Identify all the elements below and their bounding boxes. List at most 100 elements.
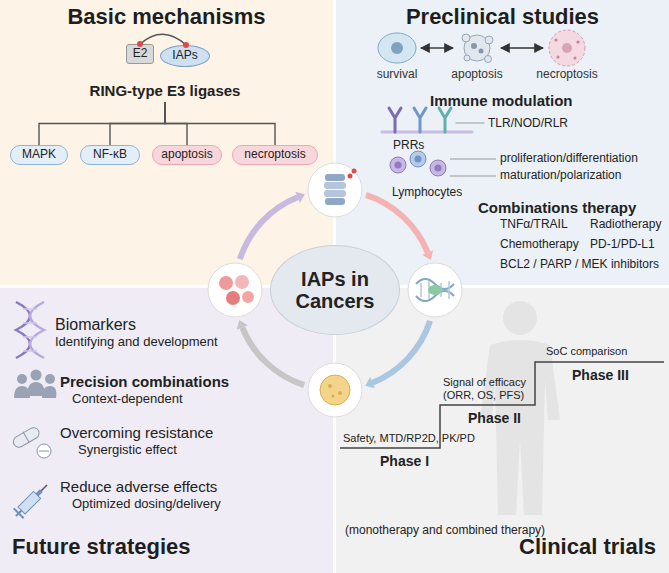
apoptosis-cell-icon (479, 49, 484, 54)
proteasome-icon (308, 163, 362, 217)
dna-protein-icon (421, 281, 449, 299)
necroptosis-cell-icon (573, 56, 576, 59)
lymphocyte-icon (435, 165, 442, 172)
node-label: necroptosis (244, 148, 305, 161)
node-label: apoptosis (161, 148, 212, 161)
section-heading: Future strategies (12, 534, 272, 560)
people-icon (45, 374, 55, 384)
tree-root-text: RING-type E3 ligases (80, 80, 250, 102)
node-label: IAPs in Cancers (283, 268, 387, 312)
human-silhouette (503, 301, 537, 335)
node-label: IAPs (172, 49, 197, 62)
node-label: E2 (133, 47, 148, 60)
necroptosis-cell-icon (562, 43, 572, 53)
enzyme-ellipse: IAPs (160, 45, 210, 67)
tumor-cell-icon (328, 384, 332, 388)
necroptosis-cell-icon (556, 55, 559, 58)
text-label: Radiotherapy (590, 218, 661, 232)
survival-cell-icon (378, 33, 416, 63)
pills-icon (39, 451, 49, 452)
text-label: Chemotherapy (500, 238, 579, 252)
proteasome-icon (348, 174, 353, 179)
people-icon (17, 374, 27, 384)
connector (501, 47, 543, 48)
proteasome-icon (325, 198, 345, 205)
ubiquitin-transfer-arc (137, 41, 143, 47)
text-label: Precision combinations (60, 373, 229, 390)
section-panel: Basic mechanismsE2 IAPsRING-type E3 ligas… (0, 0, 333, 285)
section-heading: Clinical trials (336, 534, 656, 560)
proteasome-icon (352, 169, 357, 174)
text-label: Optimized dosing/delivery (72, 497, 221, 512)
cell-state-label: apoptosis (451, 67, 502, 81)
node-label: MAPK (22, 148, 56, 161)
text-label: Reduce adverse effects (60, 478, 217, 495)
pathway-pill: MAPK (10, 145, 68, 165)
cell-state-label: survival (377, 67, 418, 81)
lymphocyte-icon (415, 156, 422, 163)
cell-cluster-icon (235, 275, 249, 289)
survival-cell-icon (378, 33, 416, 63)
cell-state-label: necroptosis (536, 67, 597, 81)
tumor-cell-icon (308, 363, 362, 417)
text-label: Context-dependent (72, 392, 183, 407)
ubiquitin-transfer-arc (183, 42, 189, 48)
proteasome-icon (324, 182, 346, 189)
dna-protein-icon (428, 285, 442, 295)
pills-icon (37, 444, 51, 458)
necroptosis-cell-icon (576, 40, 579, 43)
necroptosis-cell-icon (554, 38, 557, 41)
section-heading: Basic mechanisms (0, 4, 333, 30)
text-label: BCL2 / PARP / MEK inhibitors (500, 258, 659, 272)
tumor-cell-icon (320, 375, 350, 405)
tumor-cell-icon (308, 363, 362, 417)
tumor-cell-icon (332, 395, 335, 398)
lymphocyte-icon (395, 162, 402, 169)
text-label: Combinations therapy (478, 199, 636, 216)
apoptosis-cell-icon (485, 56, 492, 63)
apoptosis-cell-icon (462, 34, 470, 42)
necroptosis-cell-icon (549, 30, 585, 66)
apoptosis-cell-icon (464, 55, 470, 61)
cell-cluster-icon (208, 263, 262, 317)
text-label: Identifying and development (55, 335, 218, 350)
text-label: maturation/polarization (500, 169, 621, 183)
dna-protein-icon (408, 263, 462, 317)
text-label: Biomarkers (55, 316, 136, 334)
pathway-pill: apoptosis (152, 145, 222, 165)
center-ellipse: IAPs in Cancers (270, 245, 400, 335)
dna-protein-icon (408, 263, 462, 317)
necroptosis-cell-icon (549, 30, 585, 66)
cell-cluster-icon (242, 291, 254, 303)
proteasome-icon (325, 174, 345, 181)
text-label: Phase II (468, 410, 521, 426)
survival-cell-icon (391, 42, 403, 54)
pathway-pill: necroptosis (232, 145, 318, 165)
text-label: PD-1/PD-L1 (590, 238, 655, 252)
text-label: Immune modulation (430, 92, 573, 109)
prr-receptor-icon (456, 123, 484, 124)
pills-icon (23, 432, 29, 442)
proteasome-icon (308, 163, 362, 217)
text-label: Overcoming resistance (60, 424, 213, 441)
apoptosis-cell-icon (462, 34, 493, 63)
cell-cluster-icon (226, 291, 240, 305)
cell-cluster-icon (219, 276, 233, 290)
people-icon (31, 370, 42, 381)
text-label: Safety, MTD/RP2D, PK/PD (343, 432, 475, 445)
node-label: RING-type E3 ligases (90, 83, 241, 100)
proteasome-icon (324, 190, 346, 197)
text-label: Phase III (572, 367, 629, 383)
text-label: Signal of efficacy (ORR, OS, PFS) (443, 376, 538, 401)
lymphocyte-icon (410, 151, 426, 167)
text-label: Phase I (380, 453, 429, 469)
section-heading: Preclinical studies (336, 4, 669, 30)
connector (421, 47, 453, 48)
cell-cluster-icon (208, 263, 262, 317)
tumor-cell-icon (338, 391, 342, 395)
text-label: Synergistic effect (78, 443, 177, 458)
apoptosis-cell-icon (471, 43, 477, 49)
text-label: Lymphocytes (392, 186, 462, 200)
pathway-pill: NF-κB (80, 145, 140, 165)
